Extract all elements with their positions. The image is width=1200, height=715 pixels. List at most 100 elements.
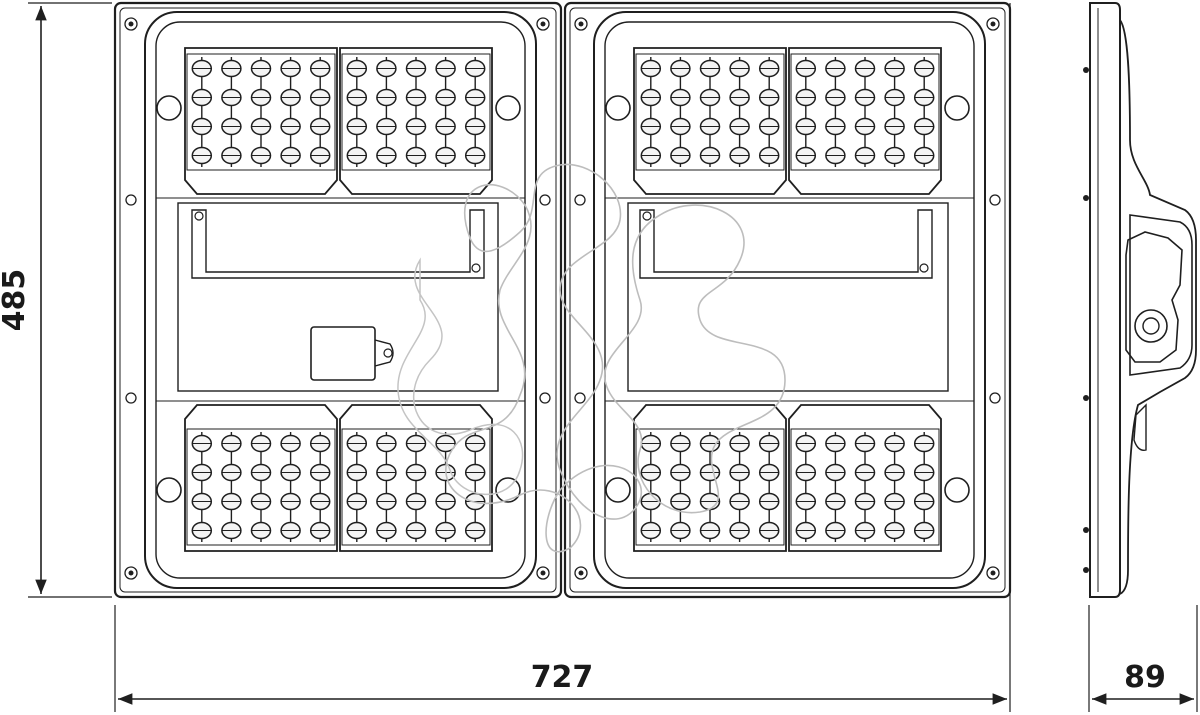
side-screw-icon [1083, 195, 1089, 201]
corner-screw-icon [986, 566, 1000, 580]
right-gear-compartment [627, 202, 949, 392]
led-module-outline [339, 404, 493, 552]
side-screw-icon [1083, 527, 1089, 533]
right-housing-lens [604, 21, 975, 579]
side-view-gland-frame [1125, 231, 1183, 363]
corner-screw-icon [124, 566, 138, 580]
led-module-outline [788, 404, 942, 552]
left-housing-lens [155, 21, 526, 579]
wavy-outline-left [445, 163, 643, 553]
right-bracket-screw-icon [642, 211, 652, 221]
led-module [339, 47, 493, 195]
left-housing-frame-inner [119, 7, 557, 593]
corner-screw-center-icon [990, 570, 996, 576]
side-view-bracket [1129, 214, 1193, 376]
side-view-body [1089, 2, 1121, 598]
led-module-outline [633, 47, 787, 195]
right-bracket-screw-icon [919, 263, 929, 273]
corner-screw-icon [536, 17, 550, 31]
side-hole-icon [125, 194, 137, 206]
side-view-profile [1119, 19, 1197, 595]
led-grid-frame [790, 428, 940, 546]
mounting-hole-icon [156, 95, 182, 121]
corner-screw-icon [536, 566, 550, 580]
side-screw-icon [1083, 567, 1089, 573]
right-housing-frame-inner [569, 7, 1006, 593]
corner-screw-icon [124, 17, 138, 31]
width-label: 727 [531, 660, 594, 695]
corner-screw-icon [986, 17, 1000, 31]
corner-screw-center-icon [540, 21, 546, 27]
side-view [1083, 2, 1197, 598]
connector-box [310, 326, 376, 381]
led-grid-frame [186, 428, 336, 546]
led-module-outline [184, 404, 338, 552]
connector-screw-icon [383, 348, 393, 358]
connector-tab [374, 339, 394, 367]
mounting-hole-icon [944, 477, 970, 503]
corner-screw-center-icon [128, 21, 134, 27]
led-module [633, 404, 787, 552]
led-module-outline [184, 47, 338, 195]
left-bracket-screw-icon [471, 263, 481, 273]
height-dimension: 485 [0, 2, 112, 598]
width-dimension: 727 [114, 3, 1011, 712]
left-gear-compartment [177, 202, 499, 392]
cable-gland-icon [1134, 309, 1168, 343]
corner-screw-center-icon [540, 570, 546, 576]
side-screw-icon [1083, 67, 1089, 73]
depth-dimension: 89 [1088, 605, 1198, 712]
mounting-hole-icon [605, 95, 631, 121]
side-hole-icon [989, 392, 1001, 404]
led-modules [184, 47, 942, 552]
corner-screw-center-icon [578, 21, 584, 27]
right-housing [563, 1, 1012, 599]
side-hole-icon [574, 194, 586, 206]
led-module [633, 47, 787, 195]
led-grid-frame [635, 53, 785, 171]
right-housing-frame [563, 1, 1012, 599]
corner-screw-center-icon [128, 570, 134, 576]
led-grid-frame [341, 53, 491, 171]
left-housing-bezel [144, 11, 537, 589]
side-view-hinge [1133, 403, 1147, 451]
led-grid-frame [186, 53, 336, 171]
height-label: 485 [0, 269, 32, 332]
cable-gland-inner-icon [1142, 317, 1160, 335]
fixing-screws [124, 17, 1001, 580]
left-housing-frame [113, 1, 563, 599]
right-housing-bezel [593, 11, 986, 589]
corner-screw-center-icon [578, 570, 584, 576]
left-housing [113, 1, 563, 599]
wavy-outline-left-2 [397, 257, 524, 496]
side-hole-icon [539, 392, 551, 404]
left-driver-bracket [191, 209, 485, 279]
led-module-outline [788, 47, 942, 195]
side-hole-icon [989, 194, 1001, 206]
left-bracket-screw-icon [194, 211, 204, 221]
mounting-hole-icon [495, 477, 521, 503]
side-hole-icon [574, 392, 586, 404]
led-module [788, 47, 942, 195]
led-module [184, 47, 338, 195]
side-screw-icon [1083, 395, 1089, 401]
led-grid-frame [790, 53, 940, 171]
corner-screw-icon [574, 17, 588, 31]
mounting-hole-icon [156, 477, 182, 503]
led-module-outline [633, 404, 787, 552]
led-module [339, 404, 493, 552]
right-driver-bracket [639, 209, 933, 279]
mounting-hole-icon [605, 477, 631, 503]
light-distribution-outline [397, 163, 786, 553]
depth-label: 89 [1124, 660, 1166, 695]
mounting-hole-icon [944, 95, 970, 121]
led-grid-frame [635, 428, 785, 546]
side-hole-icon [539, 194, 551, 206]
corner-screw-center-icon [990, 21, 996, 27]
led-module-outline [339, 47, 493, 195]
mounting-hole-icon [495, 95, 521, 121]
led-module [788, 404, 942, 552]
wavy-outline-right [604, 204, 786, 514]
corner-screw-icon [574, 566, 588, 580]
